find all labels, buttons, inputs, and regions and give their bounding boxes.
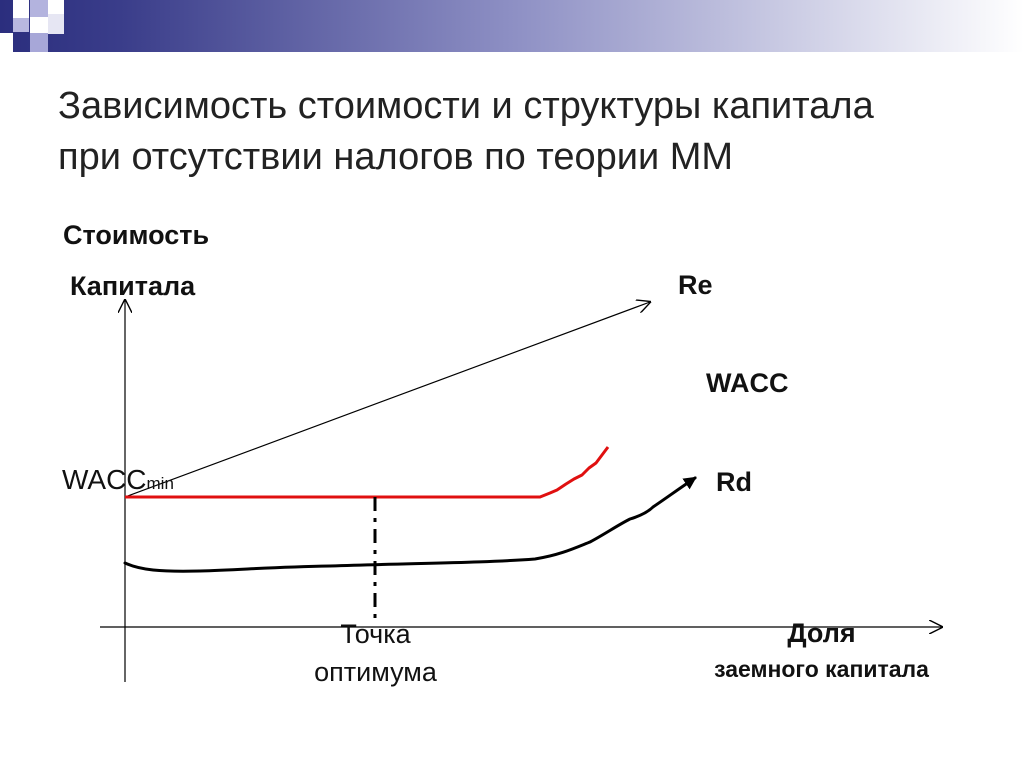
series-rd-line xyxy=(123,476,697,573)
bar-square-lavender xyxy=(30,0,48,17)
bar-gradient xyxy=(0,0,1024,52)
wacc-min-main: WACC xyxy=(62,464,147,495)
title-decoration-bar xyxy=(0,0,1024,52)
slide-title-line1: Зависимость стоимости и структуры капита… xyxy=(58,85,874,128)
y-axis-label-line1: Стоимость xyxy=(63,220,210,250)
slide-title: Зависимость стоимости и структуры капита… xyxy=(58,81,998,183)
bar-square-white-5 xyxy=(0,33,13,52)
x-axis-label: Доля заемного капитала xyxy=(650,615,993,687)
series-re-line xyxy=(124,302,650,498)
bar-square-white-3 xyxy=(30,17,48,33)
series-label-wacc: WACC xyxy=(706,368,789,398)
y-axis-label-line2: Капитала xyxy=(70,271,196,301)
optimum-label-line2: оптимума xyxy=(314,657,437,687)
slide-title-line2: при отсутствии налогов по теории ММ xyxy=(58,136,734,179)
bar-square-white xyxy=(13,0,29,18)
series-label-rd: Rd xyxy=(716,467,752,497)
wacc-min-subscript: min xyxy=(146,474,174,493)
wacc-min-label: WACCmin xyxy=(62,464,174,496)
series-wacc-line xyxy=(125,446,610,499)
bar-square-white-4 xyxy=(48,14,64,34)
optimum-label-line1: Точка xyxy=(340,619,411,649)
bar-square-white-2 xyxy=(48,0,64,14)
x-axis-label-line2: заемного капитала xyxy=(714,656,929,682)
bar-square-lavender-3 xyxy=(30,33,48,52)
x-axis-label-line1: Доля xyxy=(787,618,856,648)
series-label-re: Re xyxy=(678,270,713,300)
optimum-point-label: Точка оптимума xyxy=(288,615,463,691)
bar-square-lavender-2 xyxy=(13,18,29,32)
